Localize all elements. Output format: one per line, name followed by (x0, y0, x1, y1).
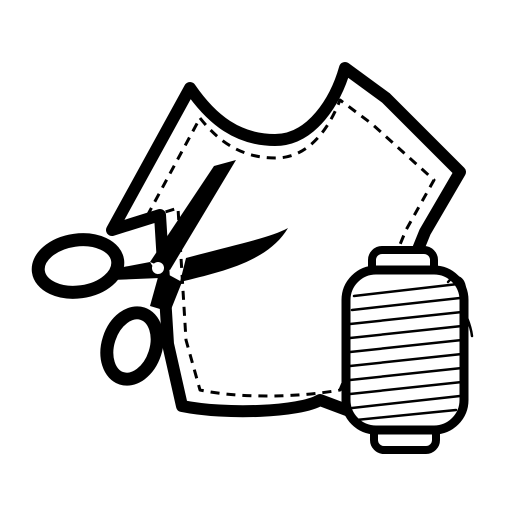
scissors-pivot (152, 262, 164, 274)
spool-thread-windings (348, 282, 464, 422)
scissors-upper-blade (150, 160, 236, 270)
scissors-ring-bottom (100, 306, 164, 386)
scissors-handle-arm-bottom (150, 270, 182, 312)
spool-body (341, 265, 469, 435)
scissors-handle-arm-top (112, 262, 160, 280)
scissors-icon (31, 160, 288, 386)
scissors-ring-top (31, 233, 125, 299)
thread-spool-icon (341, 246, 474, 454)
scissors-right-blade (180, 228, 288, 282)
shirt-pattern-stitch-line (144, 98, 436, 398)
spool-loose-thread (446, 275, 474, 338)
